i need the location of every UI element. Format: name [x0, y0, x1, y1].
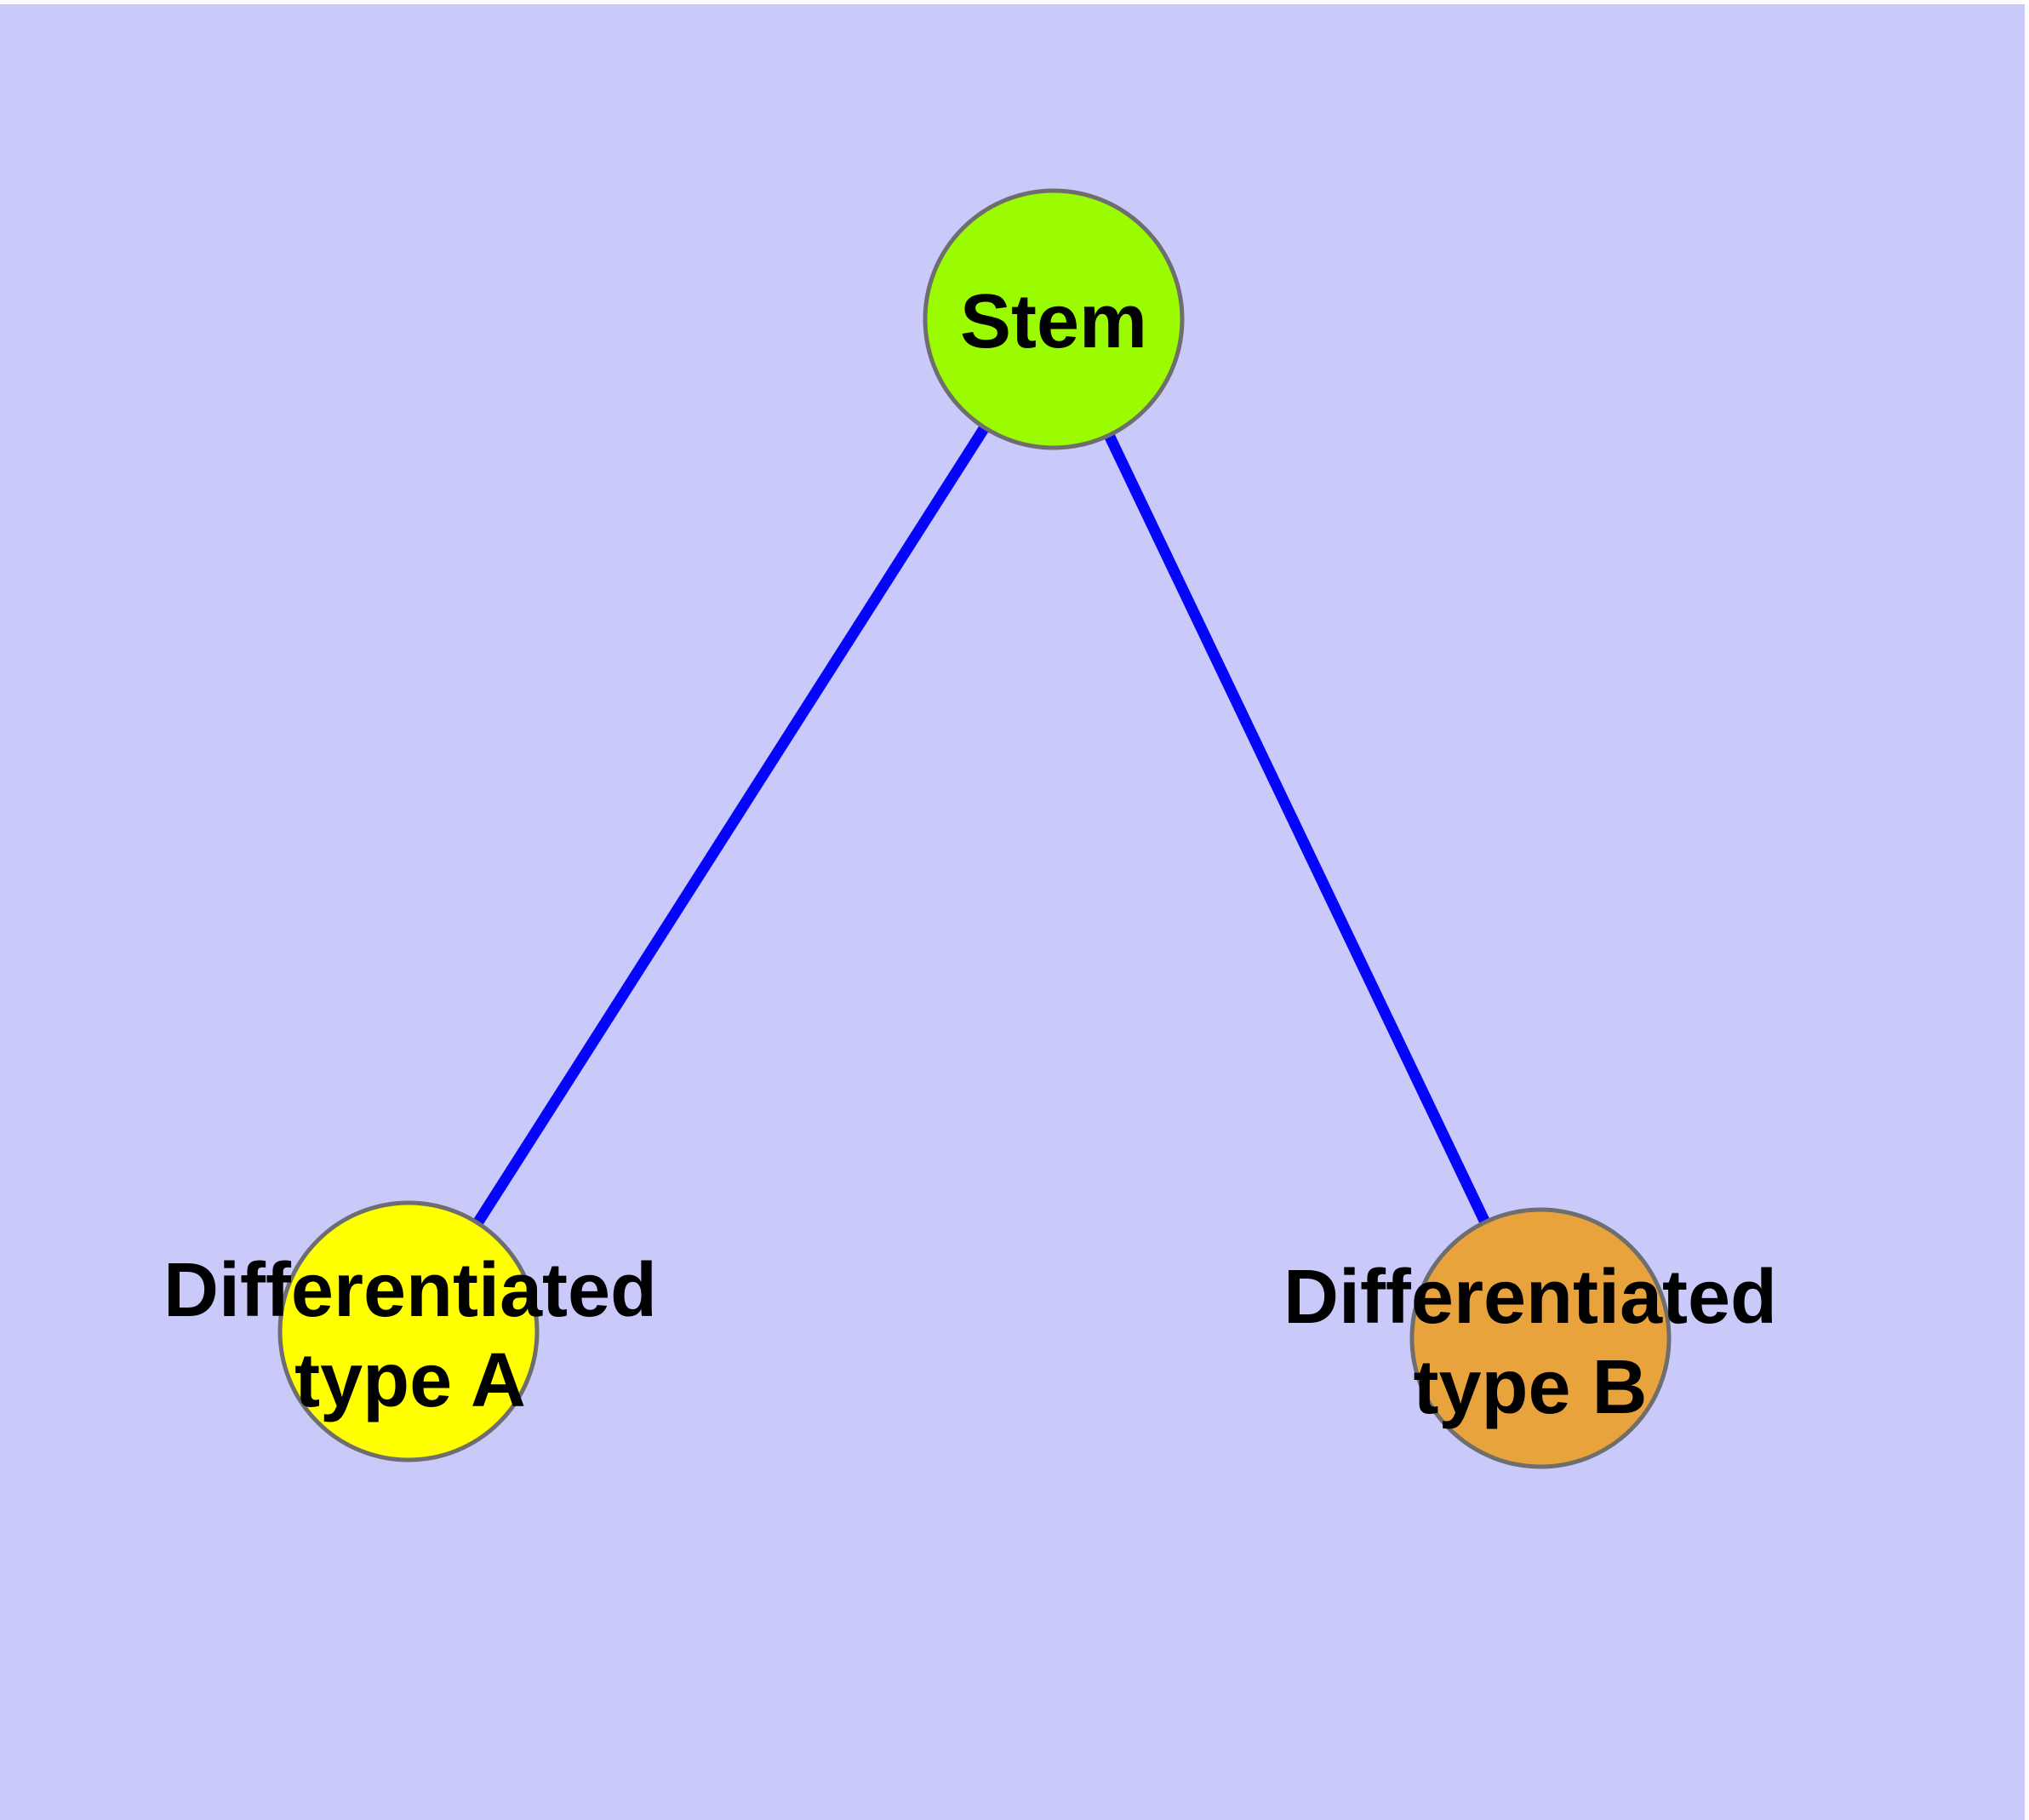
node-stem-label: Stem [960, 279, 1147, 364]
node-type-b-label-line1: Differentiated [1283, 1255, 1777, 1340]
node-type-a-label-line1: Differentiated [163, 1248, 657, 1333]
node-stem [923, 188, 1185, 450]
node-type-a-label-line2: type A [294, 1338, 526, 1423]
node-type-b-label-line2: type B [1413, 1345, 1647, 1430]
node-differentiated-type-b [1409, 1207, 1672, 1469]
node-differentiated-type-a [277, 1200, 540, 1462]
edge-stem-to-type-a [403, 316, 1059, 1335]
edge-stem-to-type-b [1049, 317, 1546, 1341]
